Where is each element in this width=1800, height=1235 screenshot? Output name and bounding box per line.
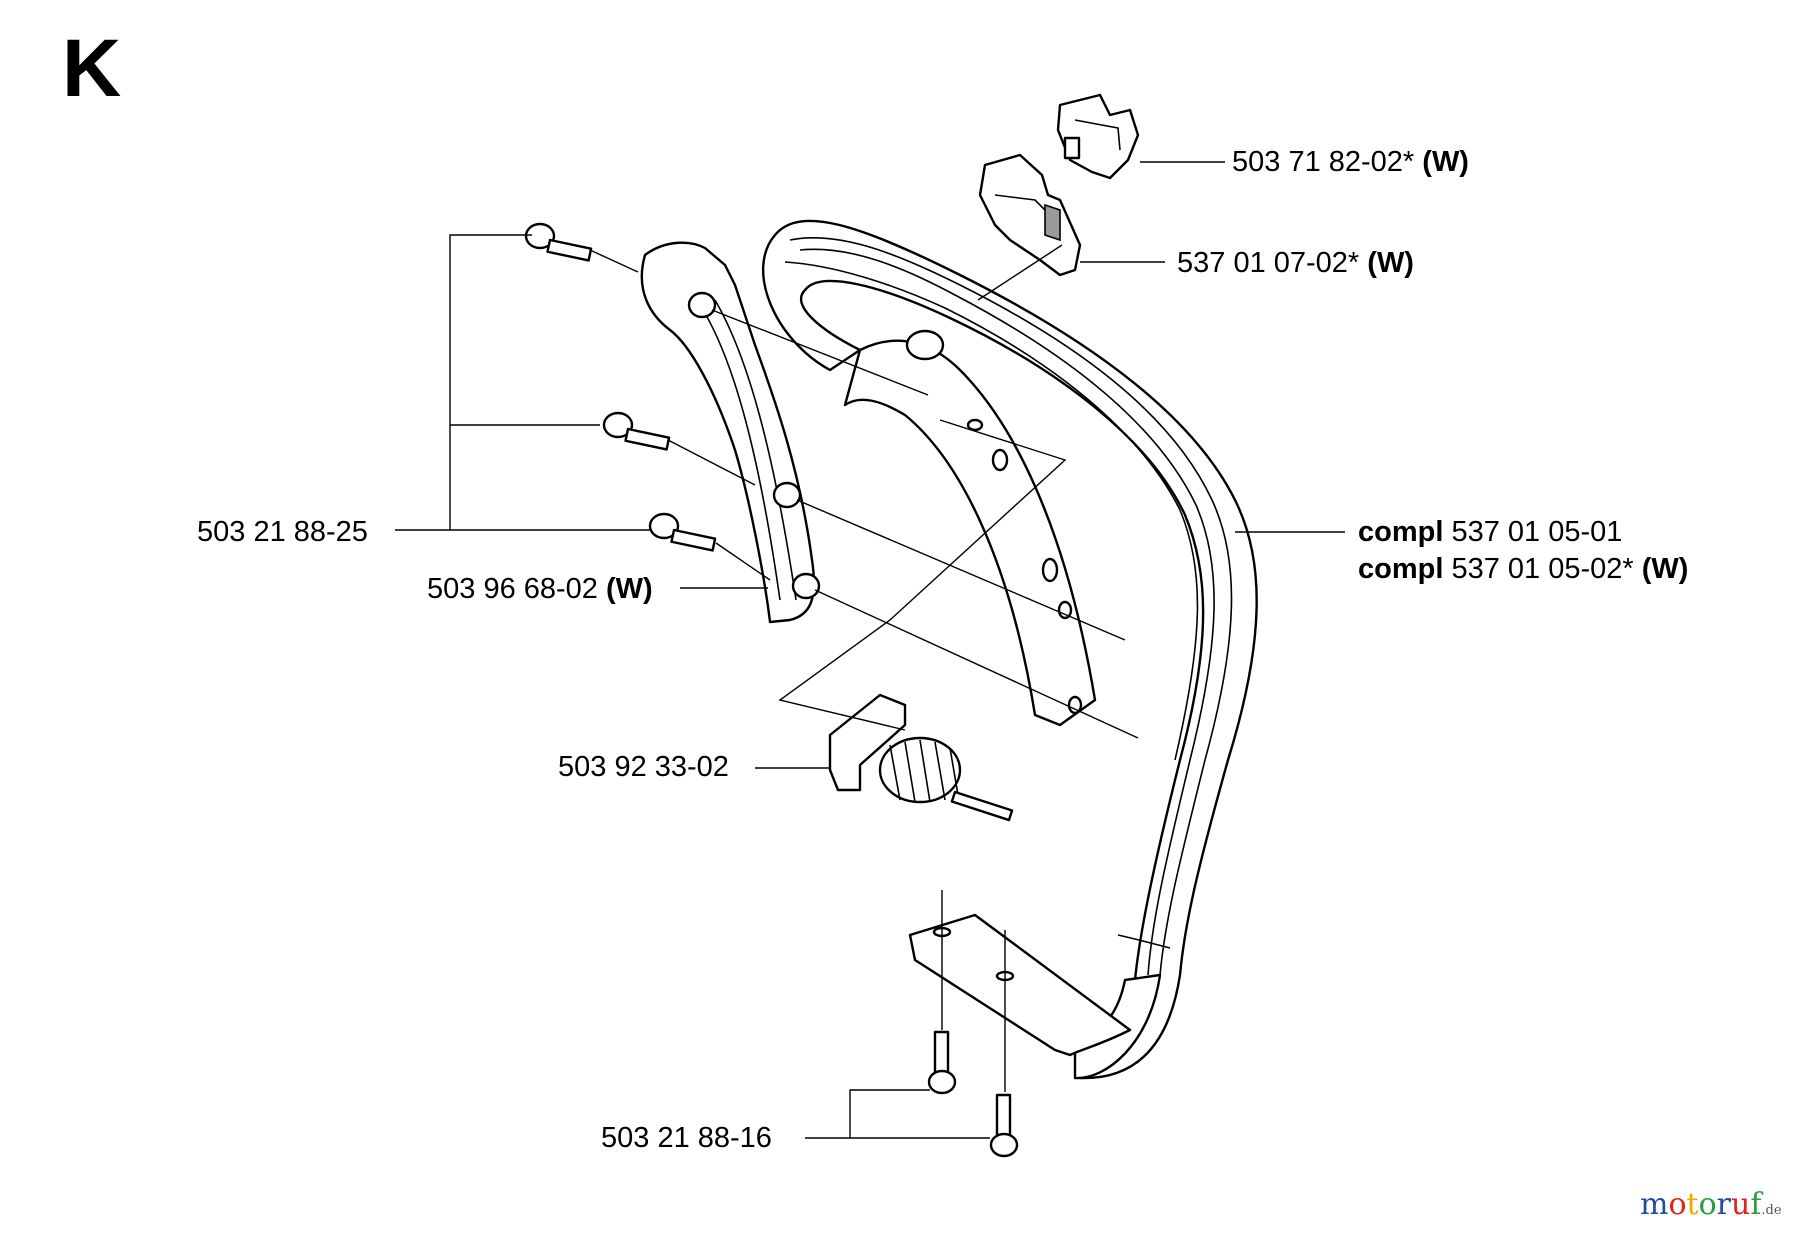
- label-503-21-88-25: 503 21 88-25: [197, 516, 368, 548]
- label-compl-537-01-05-01: compl 537 01 05-01: [1358, 516, 1623, 548]
- left-bracket: [640, 241, 821, 624]
- watermark-logo: motoruf.de: [1640, 1187, 1782, 1222]
- label-503-71-82-02: 503 71 82-02* (W): [1232, 146, 1469, 178]
- label-537-01-07-02: 537 01 07-02* (W): [1177, 247, 1414, 279]
- watermark-letter: o: [1668, 1187, 1687, 1222]
- section-letter: K: [62, 23, 122, 114]
- label-503-96-68-02: 503 96 68-02 (W): [427, 573, 653, 605]
- leader-lines: [395, 161, 1345, 1139]
- watermark-letter: m: [1640, 1187, 1669, 1222]
- label-503-21-88-16: 503 21 88-16: [601, 1122, 772, 1154]
- handle-mounting-arm: [843, 329, 1097, 727]
- screw-bottom: [648, 512, 717, 552]
- watermark-letter: o: [1698, 1187, 1717, 1222]
- assembly-lines: [589, 244, 1139, 1092]
- watermark-letter: r: [1716, 1187, 1731, 1222]
- vibration-spring: [828, 693, 1014, 822]
- screw-bottom-right: [989, 1093, 1019, 1158]
- screw-top: [524, 222, 593, 262]
- watermark-letter: f: [1750, 1187, 1762, 1222]
- screw-bottom-left: [927, 1030, 957, 1095]
- watermark-letter: u: [1730, 1187, 1751, 1222]
- label-503-92-33-02: 503 92 33-02: [558, 751, 729, 783]
- switch-part-upper: [1056, 93, 1140, 180]
- screw-middle: [602, 411, 671, 451]
- watermark-letter: t: [1686, 1187, 1699, 1222]
- label-compl-537-01-05-02: compl 537 01 05-02* (W): [1358, 553, 1689, 585]
- switch-part-lower: [978, 153, 1082, 277]
